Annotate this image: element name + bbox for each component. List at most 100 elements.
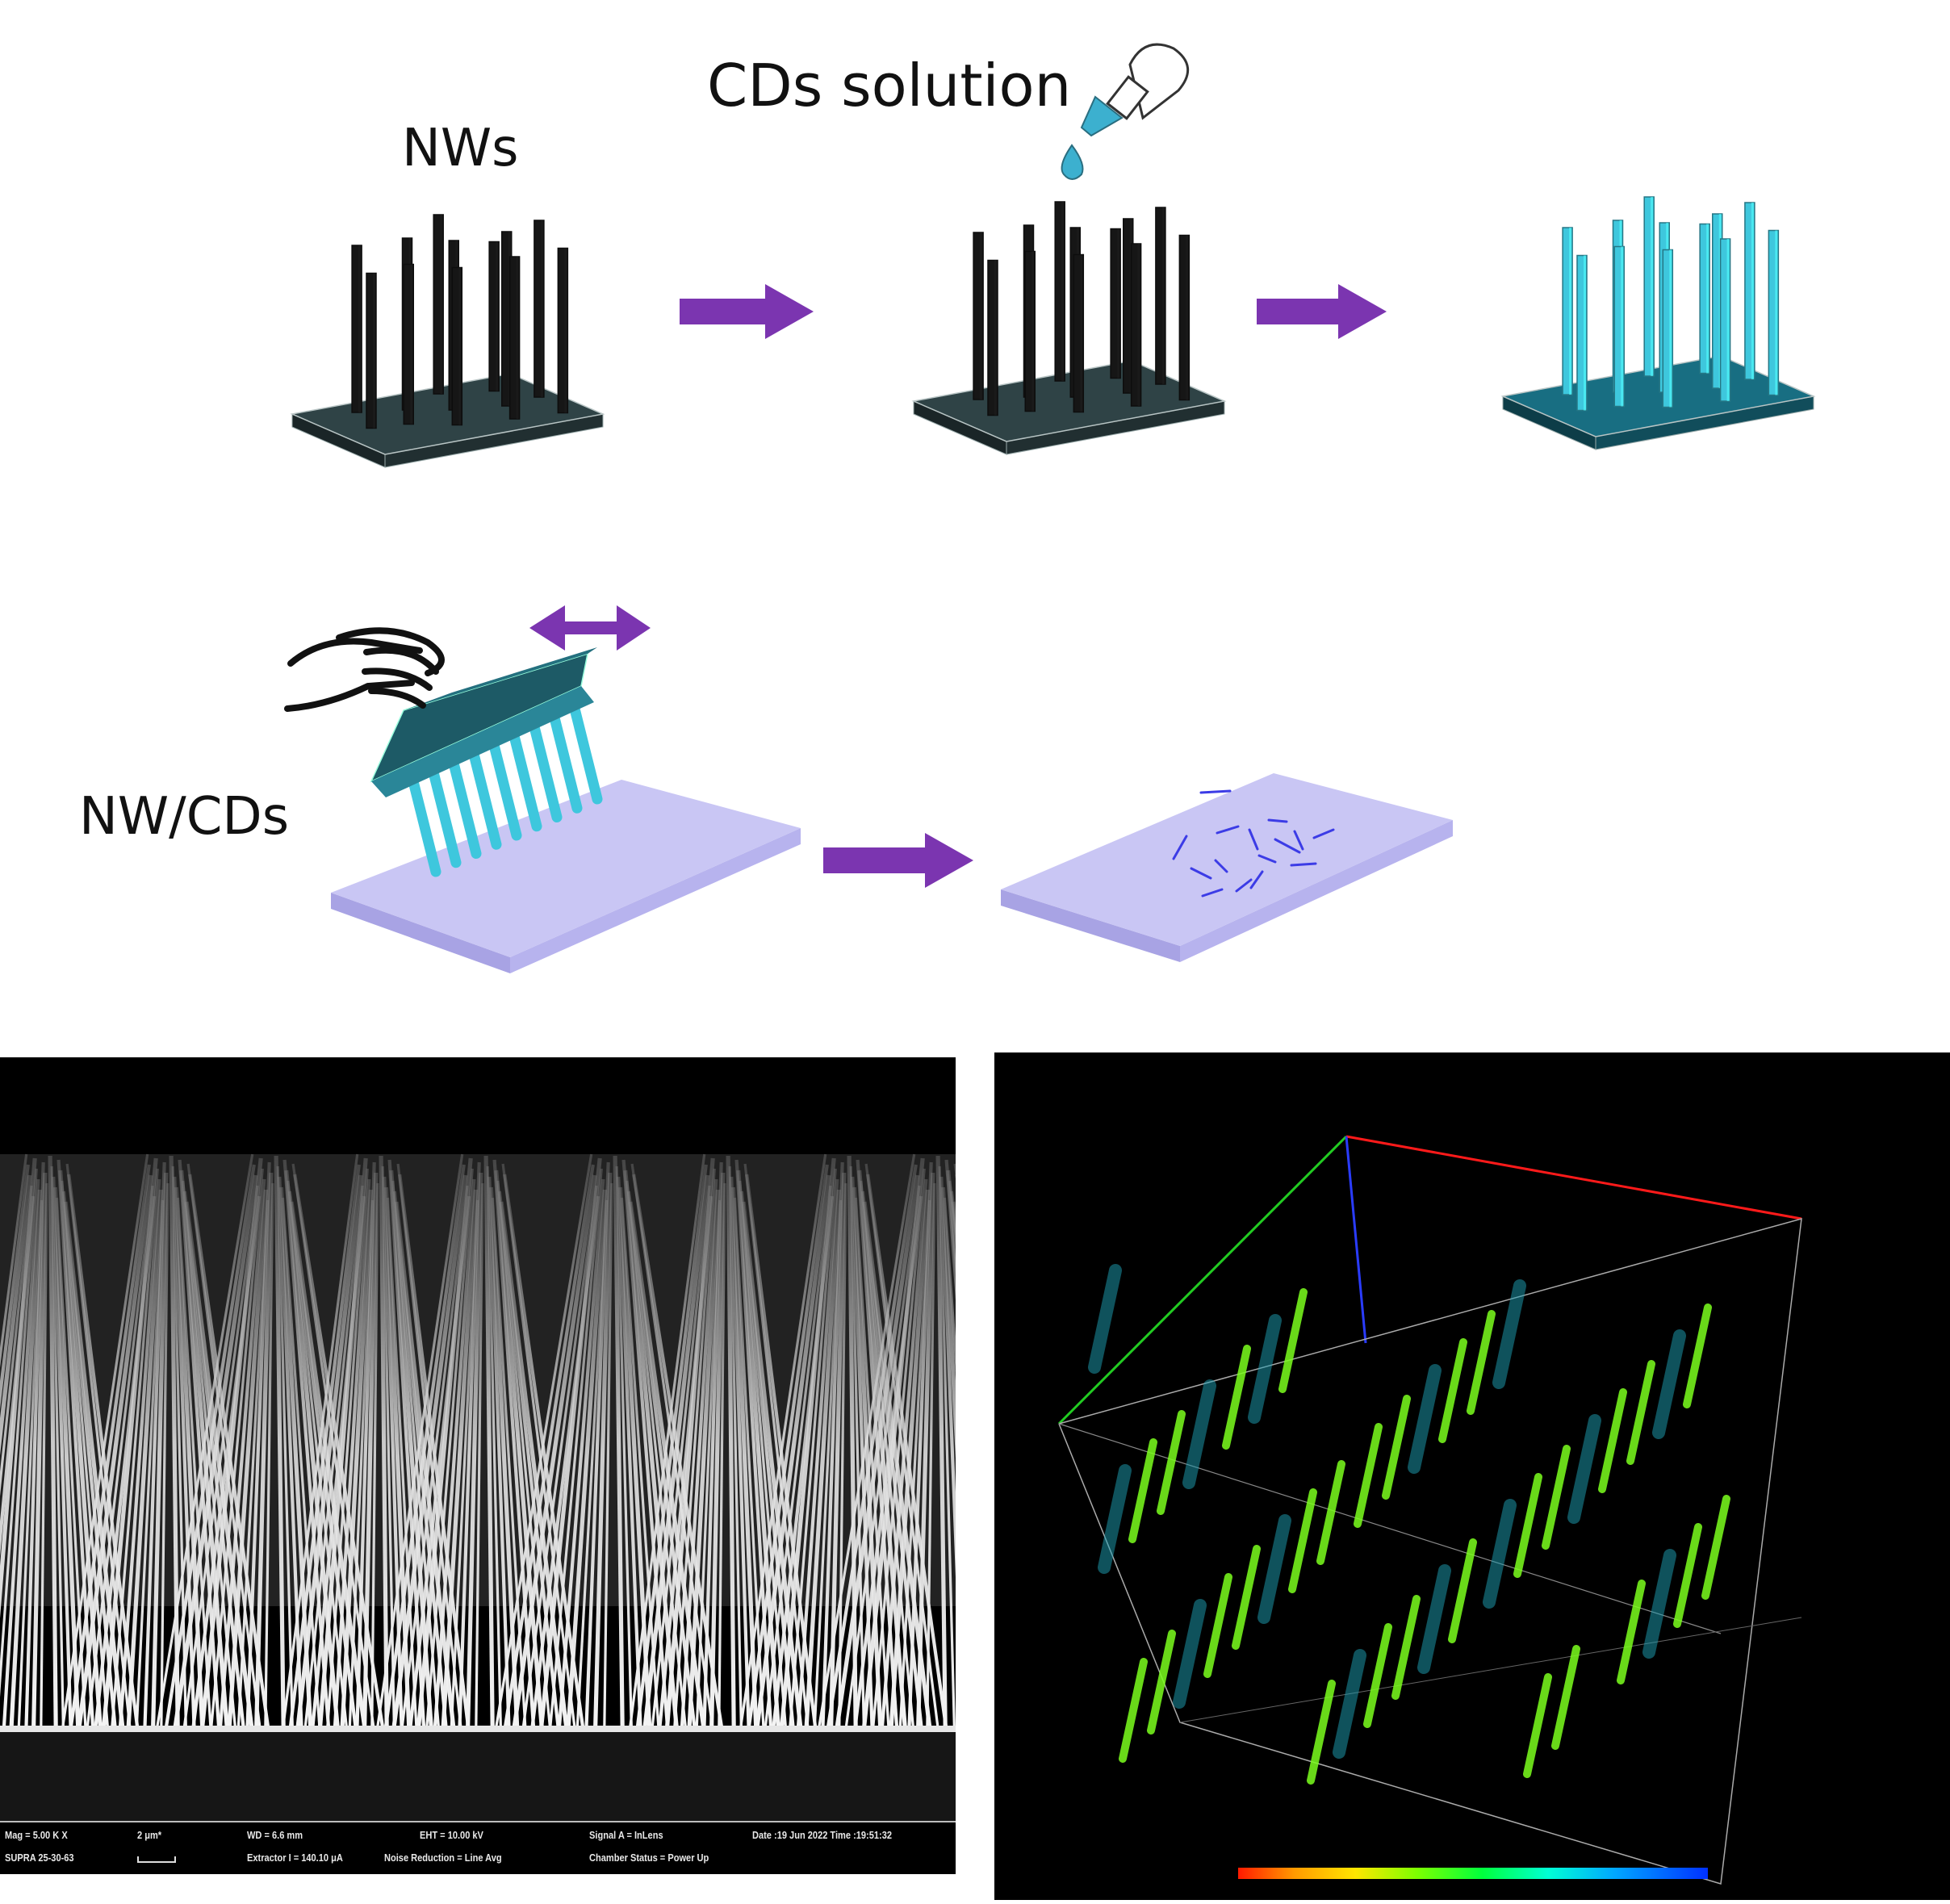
sem-nanowire xyxy=(61,1180,110,1730)
sem-signal: Signal A = InLens xyxy=(589,1829,663,1841)
nws-substrate-wire-highlight xyxy=(458,267,462,425)
sem-nanowire xyxy=(593,1172,613,1730)
sem-nanowire xyxy=(747,1164,829,1730)
sem-nanowire xyxy=(466,1172,483,1730)
hand-stroke xyxy=(368,688,426,709)
sem-nanowire xyxy=(673,1168,716,1730)
arrow-2-shape xyxy=(1257,284,1387,339)
slide-1-front xyxy=(510,828,801,973)
slide-2-side xyxy=(1001,889,1180,962)
nws-substrate-2-wire-highlight xyxy=(1137,244,1140,406)
sem-nanowire xyxy=(355,1161,376,1730)
sem-nanowire-bundle xyxy=(628,1153,818,1730)
sem-nanowire xyxy=(844,1185,921,1730)
fluorescent-nanowire xyxy=(1307,1680,1336,1785)
nws-substrate-wire-highlight xyxy=(358,245,362,412)
sem-nanowire xyxy=(48,1155,58,1730)
sem-nanowire xyxy=(680,1178,718,1730)
sem-nanowire xyxy=(383,1164,466,1730)
fluorescent-nanowire xyxy=(1626,1360,1655,1465)
sem-nanowire xyxy=(817,1153,916,1730)
fluorescent-nanowire xyxy=(1683,1304,1712,1408)
sem-nanowire xyxy=(916,1172,935,1730)
sem-nanowire xyxy=(210,1168,264,1730)
sem-nanowire xyxy=(379,1155,389,1730)
sem-nanowire xyxy=(171,1165,187,1730)
nws-substrate-wire-highlight xyxy=(496,241,499,391)
sem-nanowire xyxy=(861,1157,925,1730)
sem-nanowire-bundle xyxy=(817,1153,956,1730)
nws-substrate-2-wire-highlight xyxy=(1161,207,1165,384)
sem-nanowire xyxy=(926,1182,936,1730)
nws-substrate-2-wire-highlight xyxy=(1080,254,1083,412)
sem-nanowire xyxy=(264,1182,274,1730)
fluorescent-nanowire xyxy=(1391,1595,1421,1700)
cd-fragment xyxy=(1190,867,1212,880)
nw-cds-substrate-wire-highlight xyxy=(1621,246,1624,407)
sem-nanowire xyxy=(164,1164,256,1730)
cd-fragment xyxy=(1172,835,1188,860)
x-axis-red xyxy=(1345,1135,1802,1220)
nws-substrate-wire-highlight xyxy=(540,220,543,397)
cd-fragment xyxy=(1290,862,1317,867)
sem-nanowire xyxy=(702,1161,723,1730)
sem-nanowire xyxy=(254,1172,274,1730)
fluorescent-nanowire xyxy=(1222,1345,1251,1450)
sem-nanowire xyxy=(943,1197,956,1375)
sem-nanowire xyxy=(726,1155,736,1730)
sem-nanowire xyxy=(503,1174,585,1730)
sem-nanowire xyxy=(664,1157,715,1730)
fluorescent-nanowire xyxy=(1232,1545,1261,1650)
sem-nanowire xyxy=(400,1185,469,1730)
sem-nanowire xyxy=(851,1176,874,1730)
sem-nanowire xyxy=(852,1186,883,1730)
sem-nanowire xyxy=(499,1201,569,1730)
sem-nanowire xyxy=(173,1174,258,1730)
nw-cds-substrate-wire-highlight xyxy=(1584,255,1586,411)
confocal-3d-panel xyxy=(994,1052,1950,1900)
sem-instrument: SUPRA 25-30-63 xyxy=(5,1852,74,1864)
sem-nanowire xyxy=(628,1201,706,1730)
sem-nanowire xyxy=(615,1165,633,1730)
nws-substrate-2-wire-highlight xyxy=(994,260,997,416)
sem-info-bar: Mag = 5.00 K X SUPRA 25-30-63 2 μm* WD =… xyxy=(0,1821,956,1874)
sem-nanowire xyxy=(730,1186,759,1730)
sem-nanowire xyxy=(0,1168,38,1697)
nws-substrate-wire-highlight xyxy=(516,257,519,419)
sem-nanowire xyxy=(483,1155,495,1730)
sem-nanowire xyxy=(326,1168,369,1730)
nw-cds-substrate-wire-highlight xyxy=(1651,197,1654,376)
arrow-3 xyxy=(823,833,973,888)
sem-nanowire xyxy=(635,1164,708,1730)
nw-cds-substrate-wire-highlight xyxy=(1569,228,1572,395)
cd-fragment xyxy=(1201,888,1224,898)
cd-fragment xyxy=(1214,859,1228,873)
double-arrow-shape xyxy=(529,605,651,651)
fluorescent-nanowire xyxy=(1598,1388,1627,1493)
sem-nanowire xyxy=(61,1153,149,1730)
sem-nanowire xyxy=(835,1174,920,1730)
sem-nanowire xyxy=(0,1164,30,1409)
sem-nanowire xyxy=(58,1170,103,1730)
fluorescent-nanowire xyxy=(1333,1649,1366,1759)
sem-nanowire xyxy=(2,1178,40,1730)
fluorescent-nanowire xyxy=(1098,1464,1132,1574)
sem-nanowire xyxy=(651,1185,711,1730)
sem-nanowire xyxy=(52,1176,73,1730)
fluorescent-nanowire xyxy=(1316,1460,1345,1565)
sem-nanowire xyxy=(0,1157,37,1619)
box-grid-line xyxy=(1179,1617,1802,1723)
sem-nanowire xyxy=(278,1176,303,1730)
sem-nanowire xyxy=(617,1186,652,1730)
nws-substrate-wire-highlight xyxy=(440,215,443,394)
arrow-3-shape xyxy=(823,833,973,888)
sem-chamber: Chamber Status = Power Up xyxy=(589,1852,709,1864)
sem-nanowire-bundle xyxy=(375,1153,585,1730)
fluorescent-nanowire xyxy=(1363,1623,1392,1728)
sem-nanowire xyxy=(295,1174,363,1730)
fluorescent-nanowire xyxy=(1088,1264,1122,1374)
sem-nanowire xyxy=(557,1178,605,1730)
sem-nanowire xyxy=(50,1165,65,1730)
nw-cds-substrate xyxy=(1500,196,1816,450)
